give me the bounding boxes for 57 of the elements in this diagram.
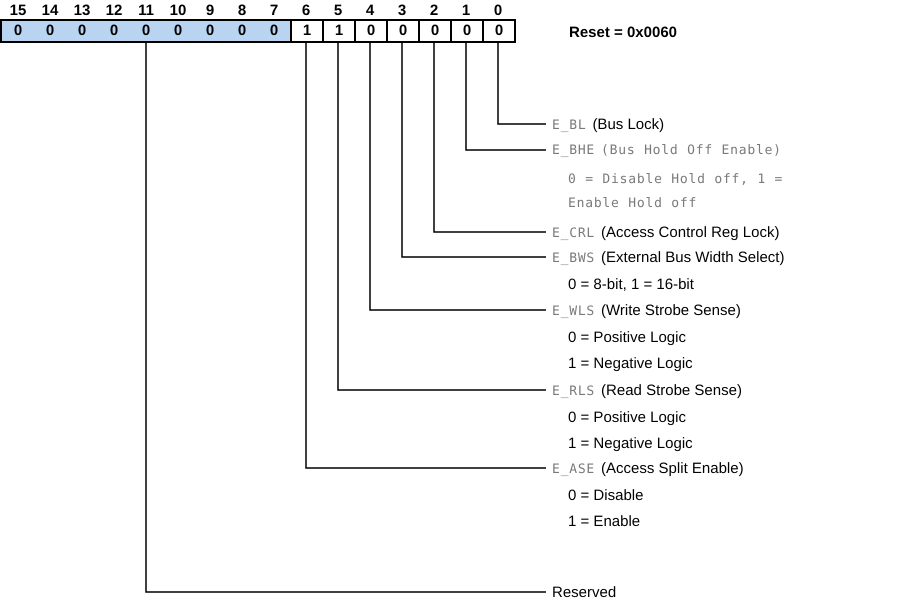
leader-line xyxy=(465,42,546,151)
bit-number: 8 xyxy=(236,3,248,18)
leader-line xyxy=(337,42,546,391)
leader-line xyxy=(497,42,546,125)
value-description: 0 = Positive Logic xyxy=(568,409,687,427)
bit-field-name: E_BHE xyxy=(552,142,596,160)
value-description: 1 = Negative Logic xyxy=(568,355,694,373)
value-description: 0 = 8-bit, 1 = 16-bit xyxy=(568,276,695,294)
value-description: 0 = Positive Logic xyxy=(568,329,687,347)
reserved-bit-cell: 0 xyxy=(162,21,194,41)
bit-number: 0 xyxy=(492,3,504,18)
field-description: (Access Control Reg Lock) xyxy=(601,224,780,242)
bit-number: 4 xyxy=(364,3,376,18)
bit-number: 9 xyxy=(204,3,216,18)
bit-number: 14 xyxy=(40,3,60,18)
reserved-bit-cell: 0 xyxy=(98,21,130,41)
bit-number: 7 xyxy=(268,3,280,18)
bit-number: 2 xyxy=(428,3,440,18)
leader-line xyxy=(305,42,546,469)
bit-number: 10 xyxy=(168,3,188,18)
bit-number: 15 xyxy=(8,3,28,18)
reserved-bit-cell: 0 xyxy=(194,21,226,41)
leader-line xyxy=(401,42,546,258)
bit-number: 1 xyxy=(460,3,472,18)
bit-number: 5 xyxy=(332,3,344,18)
bit-number: 6 xyxy=(300,3,312,18)
reserved-bit-cell: 0 xyxy=(34,21,66,41)
leader-line xyxy=(145,42,546,593)
bit-field-name: E_CRL xyxy=(552,225,596,243)
bit-number: 11 xyxy=(137,3,155,18)
field-description: (Access Split Enable) xyxy=(601,460,744,478)
bit-field-name: E_WLS xyxy=(552,303,596,321)
bit-field-name: E_RLS xyxy=(552,383,596,401)
value-description: 1 = Negative Logic xyxy=(568,435,694,453)
field-description: (Bus Hold Off Enable) xyxy=(601,142,782,160)
leader-line xyxy=(369,42,546,311)
reserved-bit-cell: 0 xyxy=(2,21,34,41)
value-description: 0 = Disable xyxy=(568,487,644,505)
leader-line xyxy=(433,42,546,233)
bit-number: 12 xyxy=(104,3,124,18)
bit-field-name: E_BL xyxy=(552,117,586,135)
reserved-bit-cell: 0 xyxy=(226,21,258,41)
bit-number: 13 xyxy=(72,3,92,18)
reset-value-label: Reset = 0x0060 xyxy=(569,23,678,43)
reserved-bit-cell: 0 xyxy=(258,21,290,41)
field-description: (External Bus Width Select) xyxy=(601,249,784,267)
value-description: 1 = Enable xyxy=(568,513,642,531)
bit-field-name: E_BWS xyxy=(552,250,596,268)
bit-number: 3 xyxy=(396,3,408,18)
field-description: Reserved xyxy=(552,584,616,602)
value-description: 0 = Disable Hold off, 1 = Enable Hold off xyxy=(568,171,784,213)
reserved-bit-cell: 0 xyxy=(130,21,162,41)
field-description: (Read Strobe Sense) xyxy=(601,382,742,400)
field-description: (Write Strobe Sense) xyxy=(601,302,741,320)
reserved-bit-cell: 0 xyxy=(66,21,98,41)
bit-field-name: E_ASE xyxy=(552,461,596,479)
field-description: (Bus Lock) xyxy=(592,116,664,134)
